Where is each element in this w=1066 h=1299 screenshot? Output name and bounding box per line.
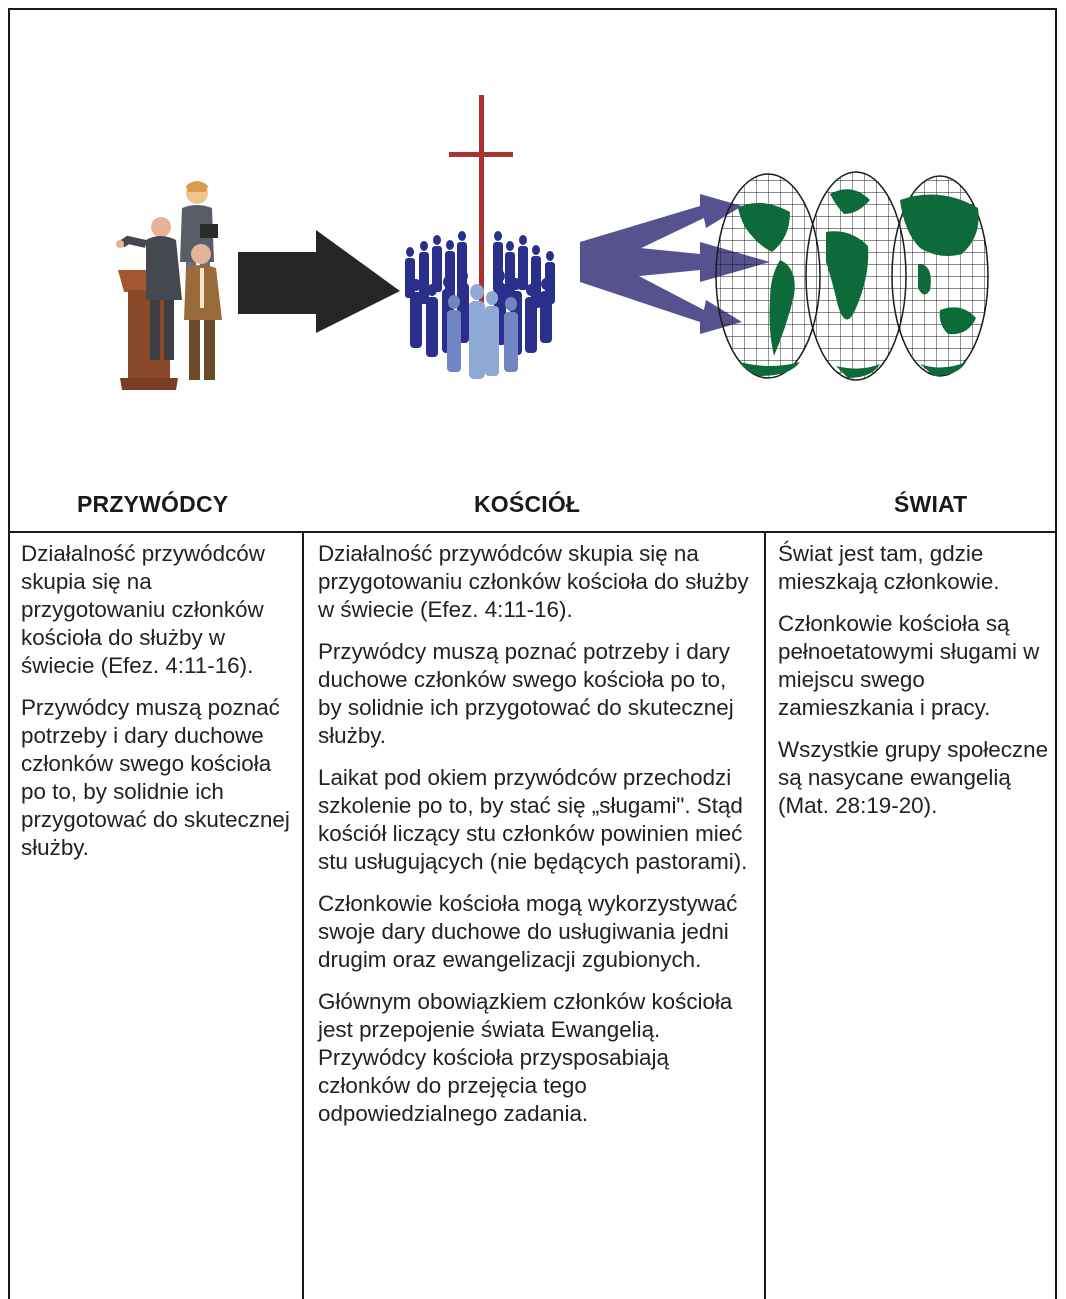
column-divider-1 bbox=[302, 531, 304, 1299]
leaders-clipart bbox=[116, 181, 222, 390]
column-world: Świat jest tam, gdzie mieszkają członkow… bbox=[778, 540, 1052, 834]
globe-map-clipart bbox=[715, 171, 989, 381]
church-crowd-clipart bbox=[405, 231, 555, 379]
column-church: Działalność przywódców skupia się na prz… bbox=[318, 540, 754, 1142]
paragraph: Wszystkie grupy społeczne są nasycane ew… bbox=[778, 737, 1049, 818]
heading-leaders: PRZYWÓDCY bbox=[77, 491, 229, 517]
paragraph: Świat jest tam, gdzie mieszkają członkow… bbox=[778, 541, 1000, 594]
paragraph: Członkowie kościoła są pełnoetatowymi sł… bbox=[778, 611, 1040, 720]
table-divider-horizontal bbox=[8, 531, 1057, 533]
paragraph: Działalność przywódców skupia się na prz… bbox=[318, 541, 749, 622]
paragraph: Głównym obowiązkiem członków kościoła je… bbox=[318, 989, 733, 1126]
heading-world: ŚWIAT bbox=[894, 491, 968, 517]
cross-icon bbox=[449, 95, 513, 360]
illustration bbox=[116, 95, 989, 390]
right-arrow-icon bbox=[238, 230, 400, 333]
table-frame bbox=[8, 8, 1057, 1299]
paragraph: Działalność przywódców skupia się na prz… bbox=[21, 541, 265, 678]
paragraph: Laikat pod okiem przywódców przechodzi s… bbox=[318, 765, 748, 874]
paragraph: Przywódcy muszą poznać potrzeby i dary d… bbox=[21, 695, 290, 860]
heading-church: KOŚCIÓŁ bbox=[474, 491, 581, 517]
paragraph: Członkowie kościoła mogą wykorzystywać s… bbox=[318, 891, 738, 972]
paragraph: Przywódcy muszą poznać potrzeby i dary d… bbox=[318, 639, 734, 748]
column-leaders: Działalność przywódców skupia się na prz… bbox=[21, 540, 293, 876]
column-divider-2 bbox=[764, 531, 766, 1299]
